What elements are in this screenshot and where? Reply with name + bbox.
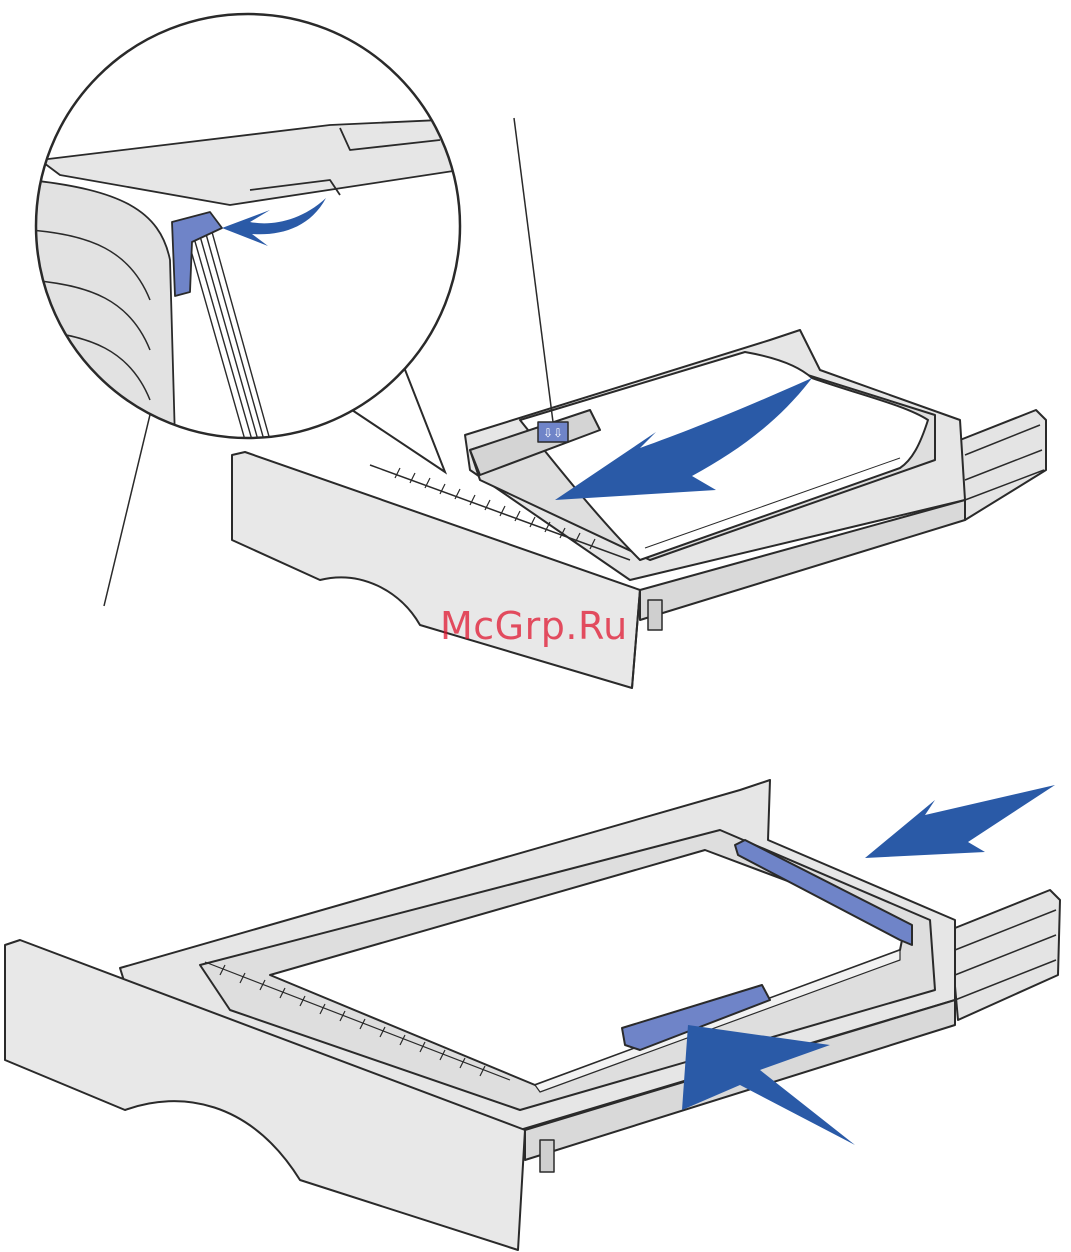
push-tray-arrow — [865, 785, 1055, 858]
figure-adjust-guides — [5, 780, 1060, 1250]
svg-text:⇩⇩: ⇩⇩ — [543, 426, 563, 440]
watermark-text: McGrp.Ru — [440, 604, 628, 648]
detail-magnifier — [30, 14, 460, 472]
